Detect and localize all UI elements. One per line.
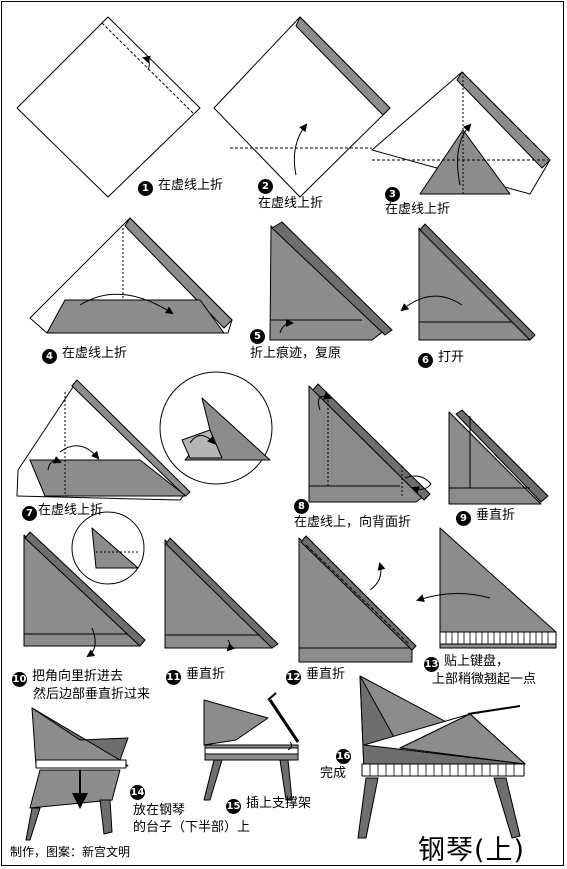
credit-text: 制作，图案：新宫文明 <box>10 845 131 859</box>
step-12-number: 12 <box>286 670 301 685</box>
step7-figure <box>16 379 191 501</box>
step11-figure <box>164 537 279 652</box>
step-12-label: 12 垂直折 <box>286 667 345 685</box>
step-4-text: 在虚线上折 <box>62 346 128 361</box>
step-6-label: 6 打开 <box>418 350 464 368</box>
step15-figure <box>203 692 300 801</box>
step-15-label: 15 插上支撑架 <box>226 796 311 814</box>
step-11-text: 垂直折 <box>186 667 226 682</box>
step-1-label: 1 在虚线上折 <box>138 178 223 196</box>
step-2-number: 2 <box>258 179 273 194</box>
step-10-label-line2: 然后边部垂直折过来 <box>33 687 151 702</box>
step-3-number: 3 <box>385 187 400 202</box>
step-4-number: 4 <box>42 349 57 364</box>
step-2-number-wrap: 2 <box>258 176 278 194</box>
step-13-label: 13 贴上键盘， <box>424 654 509 672</box>
step12-figure <box>298 535 417 663</box>
step-13-text: 贴上键盘， <box>444 654 510 669</box>
step5-figure <box>269 221 393 341</box>
step-14-number-wrap: 14 <box>130 782 150 800</box>
step-14-label-line2: 的台子（下半部）上 <box>133 820 251 835</box>
step-13-label-line2: 上部稍微翘起一点 <box>432 672 537 687</box>
step-14-number: 14 <box>130 785 145 800</box>
step-15-text: 插上支撑架 <box>246 796 312 811</box>
step-8-number-wrap: 8 <box>294 496 314 514</box>
step-11-label: 11 垂直折 <box>166 667 225 685</box>
step-3-label: 在虚线上折 <box>385 202 451 217</box>
step-6-text: 打开 <box>438 350 465 365</box>
step-15-number: 15 <box>226 799 241 814</box>
step-2-label: 在虚线上折 <box>258 196 324 211</box>
step-10-number: 10 <box>12 672 27 687</box>
step-5-number: 5 <box>250 329 265 344</box>
step-3-number-wrap: 3 <box>385 184 405 202</box>
step10-figure <box>23 511 146 658</box>
step-6-number: 6 <box>418 353 433 368</box>
step-7-text: 在虚线上折 <box>38 503 104 518</box>
step-5-label: 折上痕迹，复原 <box>250 346 342 361</box>
step-7-number: 7 <box>22 506 37 521</box>
step16-figure <box>357 675 526 839</box>
step7-zoom <box>159 371 273 485</box>
step-16-number-wrap: 16 <box>336 746 356 764</box>
page-title: 钢琴(上) <box>418 835 526 866</box>
step-13-number: 13 <box>424 657 439 672</box>
step-16-label: 完成 <box>320 766 347 781</box>
step9-figure <box>448 409 549 505</box>
step14-figure <box>25 707 129 841</box>
step-8-label: 在虚线上，向背面折 <box>294 515 412 530</box>
step-10-label: 10 把角向里折进去 <box>12 669 123 687</box>
step-5-number-wrap: 5 <box>250 326 270 344</box>
step-9-label: 9 垂直折 <box>456 508 515 526</box>
step4-figure <box>29 217 233 334</box>
step1-figure <box>16 16 201 198</box>
step-14-label: 放在钢琴 <box>133 803 186 818</box>
step-9-text: 垂直折 <box>476 508 516 523</box>
step-9-number: 9 <box>456 511 471 526</box>
step-10-text: 把角向里折进去 <box>32 669 124 684</box>
step-4-label: 4 在虚线上折 <box>42 346 127 364</box>
step-1-text: 在虚线上折 <box>158 178 224 193</box>
step6-figure <box>400 223 536 341</box>
step13-figure <box>416 527 557 649</box>
step-12-text: 垂直折 <box>306 667 346 682</box>
step-16-number: 16 <box>336 749 351 764</box>
step8-figure <box>308 383 432 503</box>
step2-figure <box>213 16 391 198</box>
step-1-number: 1 <box>138 181 153 196</box>
step3-figure <box>371 71 551 195</box>
step-11-number: 11 <box>166 670 181 685</box>
step-8-number: 8 <box>294 499 309 514</box>
